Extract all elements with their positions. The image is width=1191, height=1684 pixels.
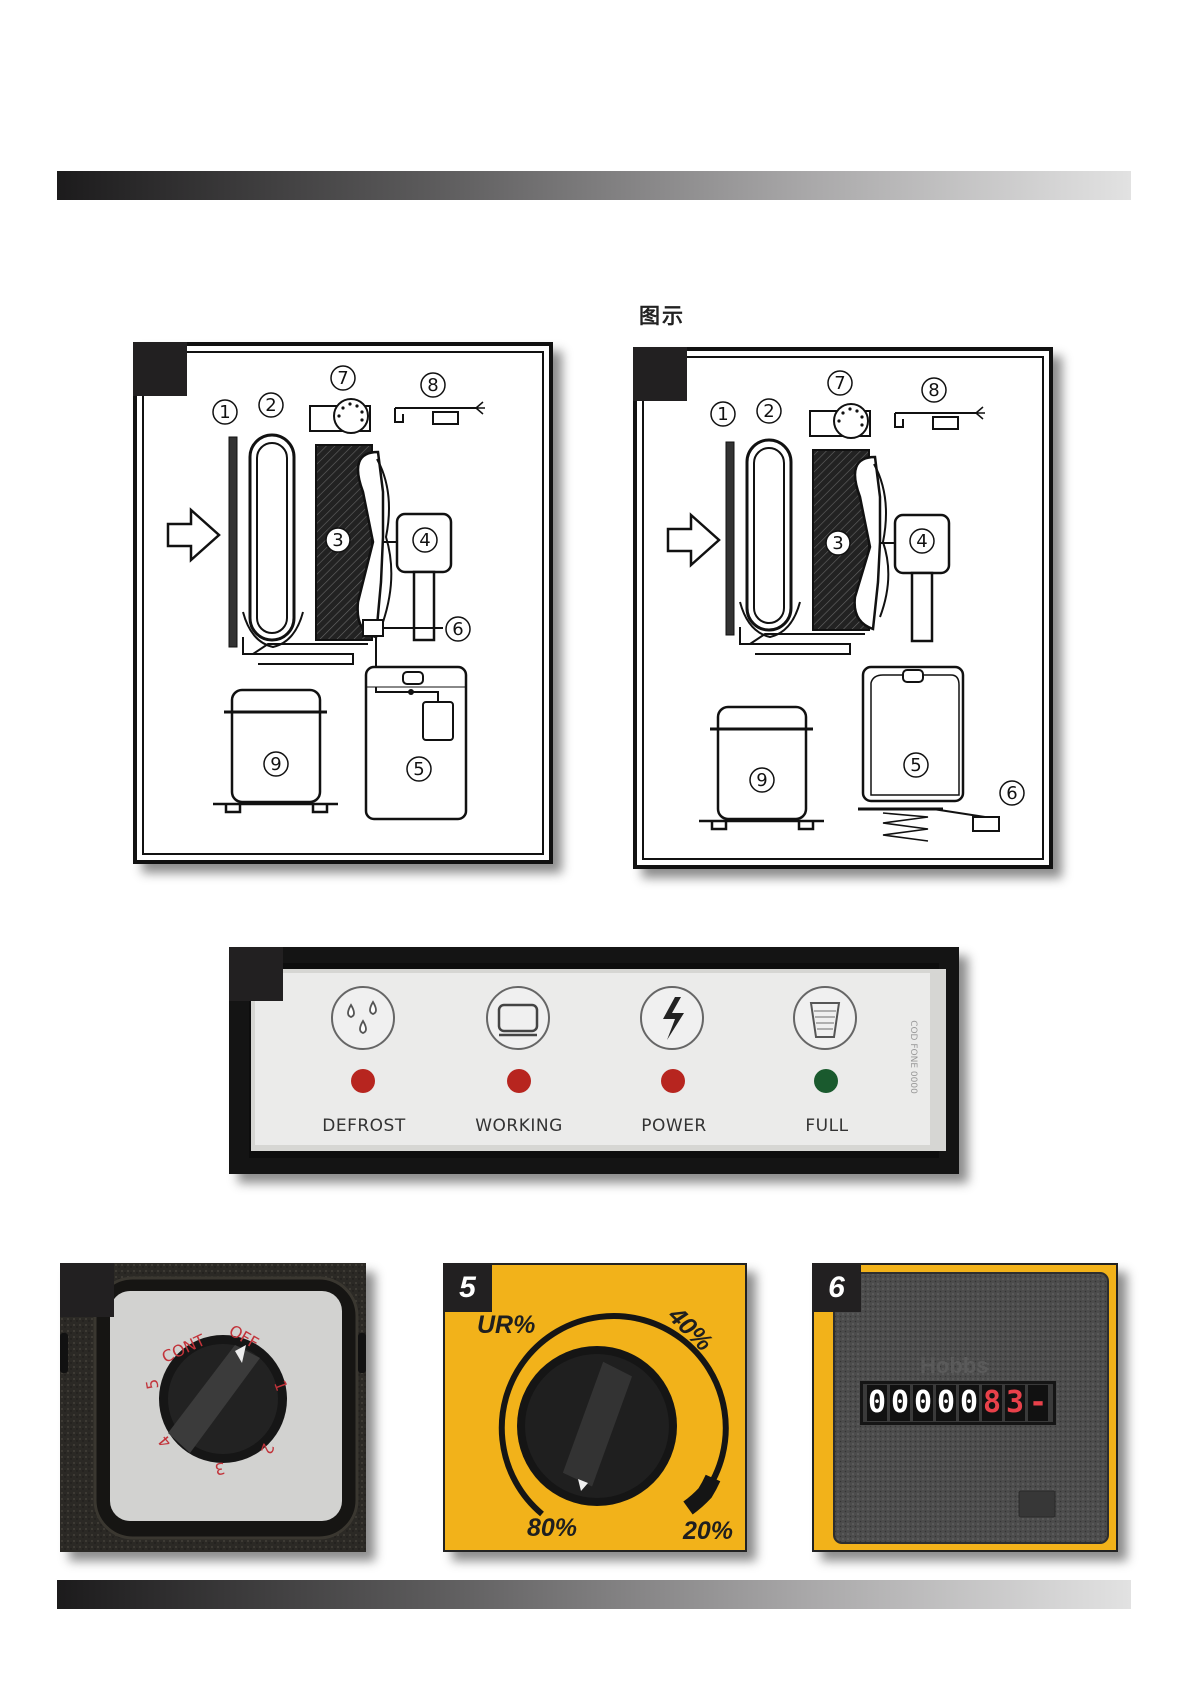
- figure-caption: 图示: [639, 300, 685, 330]
- svg-text:1: 1: [219, 402, 230, 423]
- diagram-right: 1 2 3 4 5 6 7 8 9: [633, 347, 1053, 869]
- label-1: 1: [213, 400, 237, 424]
- label-3: 3: [326, 528, 350, 552]
- svg-text:2: 2: [265, 395, 276, 416]
- led-label-defrost: DEFROST: [322, 1116, 406, 1136]
- svg-text:3: 3: [832, 533, 843, 554]
- led-label-power: POWER: [641, 1116, 707, 1136]
- humidistat-label-80: 80%: [527, 1514, 577, 1543]
- led-label-full: FULL: [805, 1116, 848, 1136]
- figure-tab: [133, 342, 187, 396]
- label-3: 3: [826, 531, 850, 555]
- figure-tab-5: 5: [443, 1263, 492, 1312]
- panel-side-text: COD FONE 0000: [908, 1020, 918, 1094]
- label-4: 4: [413, 528, 437, 552]
- svg-text:4: 4: [916, 531, 927, 552]
- bucket-icon: [794, 987, 856, 1049]
- water-drops-icon: [332, 987, 394, 1049]
- led-panel-photo: DEFROST WORKING POWER FULL COD FONE 0000: [229, 947, 959, 1174]
- svg-text:7: 7: [834, 373, 845, 394]
- humidistat-label-ur: UR%: [477, 1311, 535, 1340]
- label-8: 8: [922, 378, 946, 402]
- label-2: 2: [757, 399, 781, 423]
- svg-text:8: 8: [427, 375, 438, 396]
- humidistat-label-20: 20%: [683, 1517, 733, 1546]
- counter-digit: 0: [936, 1385, 956, 1421]
- label-5: 5: [407, 757, 431, 781]
- led-defrost: [351, 1069, 375, 1093]
- counter-digit: 0: [913, 1385, 933, 1421]
- svg-text:2: 2: [763, 401, 774, 422]
- svg-text:9: 9: [756, 770, 767, 791]
- led-working: [507, 1069, 531, 1093]
- svg-text:6: 6: [1006, 783, 1017, 804]
- label-1: 1: [711, 402, 735, 426]
- counter-digit: 8: [982, 1385, 1002, 1421]
- hour-counter-photo: 6 Hobbs 0 0 0 0 0 8 3 -: [812, 1263, 1118, 1552]
- label-6: 6: [1000, 781, 1024, 805]
- svg-text:3: 3: [332, 530, 343, 551]
- figure-tab-6: 6: [812, 1263, 861, 1312]
- label-9: 9: [750, 768, 774, 792]
- counter-digits: 0 0 0 0 0 8 3 -: [867, 1385, 1052, 1421]
- label-6: 6: [446, 617, 470, 641]
- led-power: [661, 1069, 685, 1093]
- figure-tab: [229, 947, 283, 1001]
- label-8: 8: [421, 373, 445, 397]
- label-7: 7: [331, 366, 355, 390]
- counter-brand: Hobbs: [920, 1353, 988, 1379]
- machine-icon: [487, 987, 549, 1049]
- counter-digit: -: [1028, 1385, 1048, 1421]
- svg-text:6: 6: [452, 619, 463, 640]
- svg-text:4: 4: [419, 530, 430, 551]
- lightning-icon: [641, 987, 703, 1049]
- top-gradient-bar: [57, 171, 1131, 200]
- label-5: 5: [904, 753, 928, 777]
- label-9: 9: [264, 752, 288, 776]
- svg-text:1: 1: [717, 404, 728, 425]
- humidistat-photo: 5 UR% 40% 80% 20%: [443, 1263, 747, 1552]
- counter-digit: 0: [890, 1385, 910, 1421]
- figure-tab: [60, 1263, 114, 1317]
- svg-text:7: 7: [337, 368, 348, 389]
- label-4: 4: [910, 529, 934, 553]
- airflow-arrow-icon: [168, 510, 219, 560]
- svg-text:5: 5: [413, 759, 424, 780]
- bottom-gradient-bar: [57, 1580, 1131, 1609]
- counter-digit: 3: [1005, 1385, 1025, 1421]
- label-7: 7: [828, 371, 852, 395]
- svg-text:9: 9: [270, 754, 281, 775]
- label-2: 2: [259, 393, 283, 417]
- led-label-working: WORKING: [475, 1116, 563, 1136]
- counter-digit: 0: [867, 1385, 887, 1421]
- figure-tab: [633, 347, 687, 401]
- counter-digit: 0: [959, 1385, 979, 1421]
- knob-photo: CONT OFF 1 2 3 4 5: [60, 1263, 366, 1552]
- diagram-left: 1 2 3 4 5 6 7 8 9: [133, 342, 553, 864]
- svg-text:5: 5: [910, 755, 921, 776]
- svg-text:8: 8: [928, 380, 939, 401]
- led-full: [814, 1069, 838, 1093]
- airflow-arrow-icon: [668, 515, 719, 565]
